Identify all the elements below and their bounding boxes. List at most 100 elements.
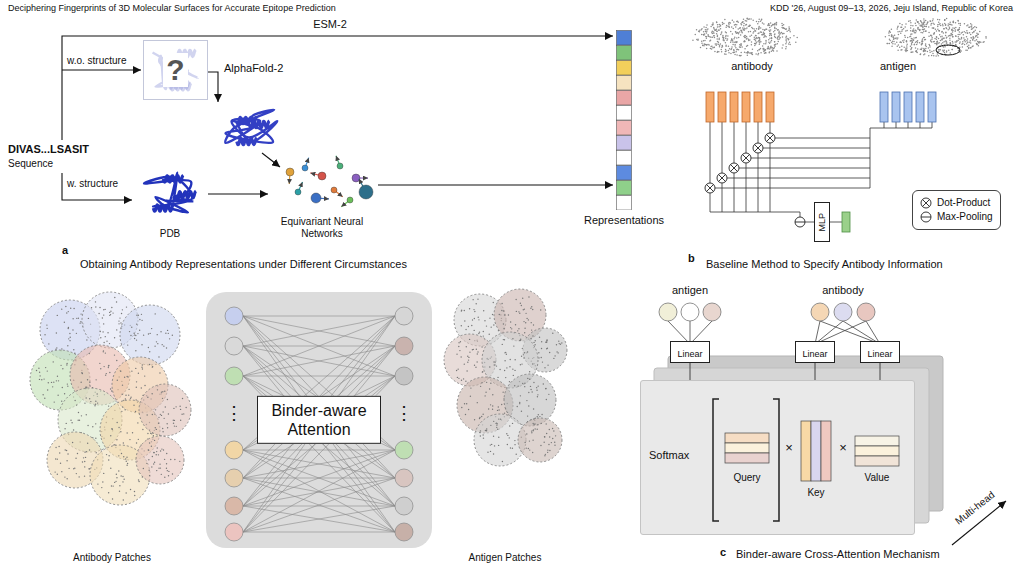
surface-point bbox=[134, 491, 135, 492]
surface-point bbox=[519, 402, 520, 403]
surface-point bbox=[501, 303, 502, 304]
graphic-element bbox=[954, 31, 956, 33]
surface-point bbox=[468, 326, 469, 327]
graphic-element bbox=[719, 175, 726, 182]
surface-point bbox=[149, 442, 150, 443]
surface-point bbox=[149, 364, 150, 365]
graphic-element bbox=[768, 23, 770, 25]
graphic-element bbox=[937, 53, 939, 55]
graphic-element bbox=[716, 43, 718, 45]
surface-patch bbox=[139, 384, 191, 436]
surface-point bbox=[138, 479, 139, 480]
surface-point bbox=[79, 322, 80, 323]
graphic-element bbox=[286, 168, 294, 176]
graphic-element bbox=[893, 36, 895, 38]
graphic-element bbox=[927, 21, 929, 23]
surface-point bbox=[512, 423, 513, 424]
surface-point bbox=[89, 449, 90, 450]
graphic-element bbox=[970, 47, 972, 49]
graphic-element bbox=[922, 29, 924, 31]
surface-point bbox=[109, 312, 110, 313]
graphic-element bbox=[946, 50, 948, 52]
graphic-element bbox=[772, 49, 774, 51]
surface-point bbox=[465, 381, 466, 382]
graphic-element bbox=[973, 27, 975, 29]
surface-point bbox=[537, 416, 538, 417]
surface-point bbox=[143, 468, 144, 469]
graphic-element bbox=[717, 51, 719, 53]
surface-point bbox=[497, 377, 498, 378]
graphic-element bbox=[62, 69, 141, 70]
graphic-element bbox=[739, 46, 741, 48]
graphic-element bbox=[944, 49, 946, 51]
surface-point bbox=[142, 368, 143, 369]
graphic-element bbox=[787, 38, 789, 40]
graphic-element bbox=[938, 42, 940, 44]
surface-point bbox=[500, 418, 501, 419]
graphic-element bbox=[706, 48, 708, 50]
graphic-element bbox=[727, 25, 729, 27]
surface-point bbox=[480, 430, 481, 431]
antibody-feature bbox=[766, 92, 774, 122]
surface-point bbox=[157, 334, 158, 335]
graphic-element bbox=[959, 29, 961, 31]
graphic-element bbox=[959, 34, 961, 36]
graphic-element bbox=[718, 43, 720, 45]
graphic-element bbox=[725, 26, 727, 28]
surface-point bbox=[78, 318, 79, 319]
graphic-element bbox=[926, 23, 928, 25]
graphic-element bbox=[743, 41, 745, 43]
graphic-element bbox=[925, 30, 927, 32]
surface-point bbox=[529, 379, 530, 380]
surface-point bbox=[66, 423, 67, 424]
graphic-element bbox=[937, 24, 939, 26]
surface-point bbox=[161, 391, 162, 392]
surface-point bbox=[166, 468, 167, 469]
surface-point bbox=[530, 308, 531, 309]
graphic-element bbox=[764, 50, 766, 52]
surface-point bbox=[56, 380, 57, 381]
graphic-element bbox=[701, 28, 703, 30]
surface-point bbox=[136, 315, 137, 316]
surface-point bbox=[125, 492, 126, 493]
surface-point bbox=[544, 436, 545, 437]
surface-point bbox=[57, 474, 58, 475]
graphic-element bbox=[938, 49, 940, 51]
surface-point bbox=[498, 418, 499, 419]
graphic-element bbox=[965, 32, 967, 34]
graphic-element bbox=[722, 122, 870, 212]
graphic-element bbox=[706, 29, 708, 31]
surface-point bbox=[83, 457, 84, 458]
surface-point bbox=[105, 352, 106, 353]
graphic-element bbox=[742, 21, 744, 23]
graphic-element bbox=[919, 42, 921, 44]
surface-point bbox=[521, 356, 522, 357]
graphic-element bbox=[741, 32, 743, 34]
graphic-element bbox=[749, 26, 751, 28]
graphic-element bbox=[770, 47, 772, 49]
graphic-element bbox=[741, 46, 743, 48]
graphic-element bbox=[943, 28, 945, 30]
graphic-element bbox=[915, 32, 917, 34]
graphic-element bbox=[725, 42, 727, 44]
surface-point bbox=[493, 435, 494, 436]
graphic-element bbox=[920, 122, 921, 128]
graphic-element bbox=[945, 40, 947, 42]
graphic-element bbox=[942, 25, 944, 27]
graphic-element bbox=[728, 24, 730, 26]
graphic-element bbox=[920, 25, 922, 27]
graphic-element bbox=[713, 27, 715, 29]
graphic-element bbox=[762, 34, 764, 36]
graphic-element bbox=[945, 35, 947, 37]
graphic-element bbox=[783, 27, 785, 29]
graphic-element bbox=[904, 36, 906, 38]
graphic-element bbox=[774, 33, 776, 35]
surface-point bbox=[492, 394, 493, 395]
graphic-element bbox=[915, 47, 917, 49]
graphic-element bbox=[958, 23, 960, 25]
graphic-element bbox=[707, 28, 709, 30]
surface-point bbox=[523, 357, 524, 358]
graphic-element bbox=[758, 18, 760, 20]
surface-point bbox=[165, 406, 166, 407]
graphic-element bbox=[935, 55, 937, 57]
